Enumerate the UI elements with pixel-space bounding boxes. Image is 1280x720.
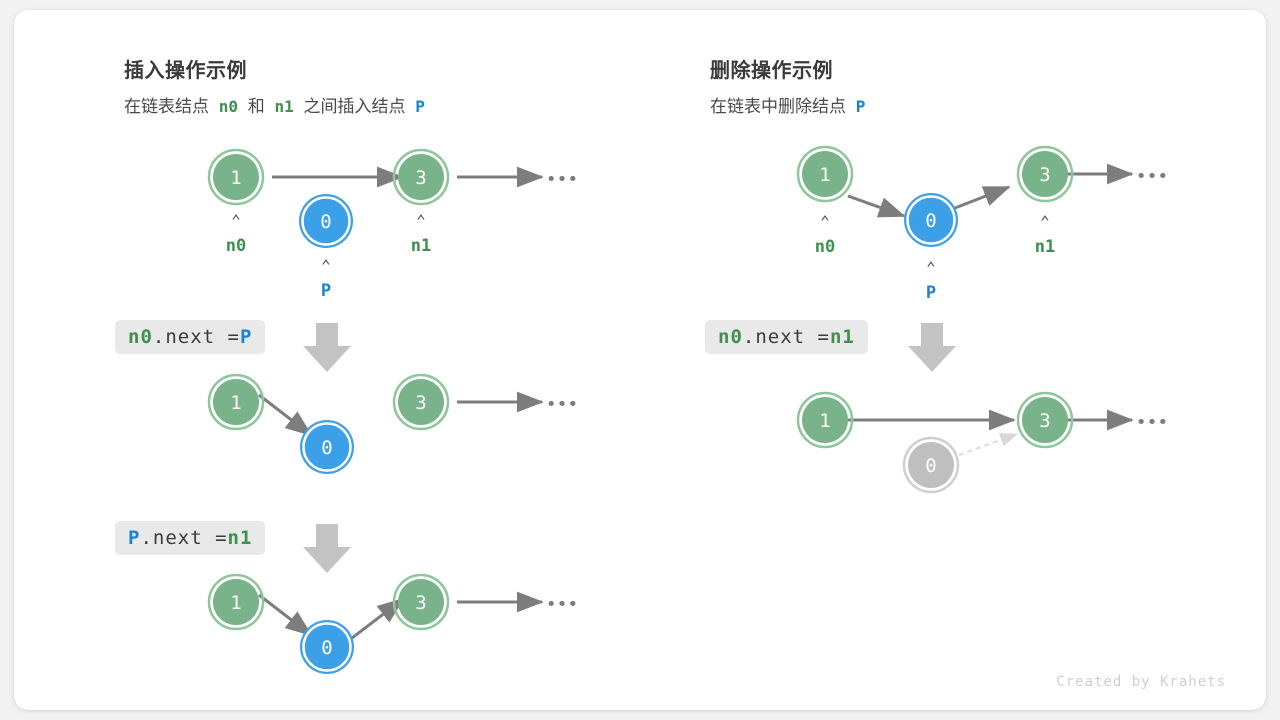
node-green-3: 3: [1016, 391, 1074, 449]
diagram-card: 插入操作示例 在链表结点 n0 和 n1 之间插入结点 P 删除操作示例 在链表…: [14, 10, 1266, 710]
node-green-3: 3: [1016, 145, 1074, 203]
ellipsis-label: •••: [546, 169, 579, 190]
node-green-3: 3: [392, 373, 450, 431]
ellipsis-label: •••: [546, 394, 579, 415]
pointer-label-p: P: [321, 281, 331, 301]
code-token-next: .next =: [152, 326, 240, 348]
pointer-label-n0: n0: [815, 237, 835, 257]
node-value: 1: [819, 164, 830, 186]
node-value: 1: [819, 410, 830, 432]
code-token-n0: n0: [128, 326, 153, 348]
node-blue-0: 0: [904, 193, 958, 247]
pointer-label-n1: n1: [1035, 237, 1055, 257]
down-arrow-delete-1: [908, 323, 956, 372]
node-green-1: 1: [796, 391, 854, 449]
down-arrow-insert-2: [303, 524, 351, 573]
node-value: 0: [925, 210, 936, 232]
ellipsis-label: •••: [1136, 412, 1169, 433]
node-blue-0: 0: [299, 194, 353, 248]
delete-sub-prefix: 在链表中删除结点: [710, 97, 846, 116]
node-green-3: 3: [392, 148, 450, 206]
node-value: 3: [415, 592, 426, 614]
code-token-next: .next =: [140, 527, 228, 549]
node-value: 0: [925, 455, 936, 477]
node-green-1: 1: [207, 148, 265, 206]
code-token-p: P: [239, 326, 253, 348]
delete-step-1-graph: 1 3 0 ⌃ n0 ⌃ n1 ⌃ P •••: [796, 145, 1169, 303]
insert-sub-ref-n0: n0: [218, 97, 238, 116]
delete-sub-ref-p: P: [855, 97, 866, 116]
code-token-n1: n1: [227, 527, 253, 549]
pointer-label-n1: n1: [411, 236, 431, 256]
caret-icon: ⌃: [231, 211, 241, 230]
delete-panel-subtitle: 在链表中删除结点 P: [710, 92, 865, 117]
node-value: 1: [230, 592, 241, 614]
node-value: 1: [230, 392, 241, 414]
down-arrow-insert-1: [303, 323, 351, 372]
insert-sub-ref-n1: n1: [274, 97, 294, 116]
node-blue-0: 0: [300, 420, 354, 474]
code-box-insert-step1: n0.next = P: [115, 320, 266, 354]
insert-step-1-graph: 1 3 0 ⌃ n0 ⌃ n1 ⌃: [207, 148, 579, 301]
caret-icon: ⌃: [926, 258, 936, 277]
delete-step-2-graph: 1 3 0 •••: [796, 391, 1169, 494]
code-token-n1: n1: [829, 326, 855, 348]
node-value: 3: [415, 167, 426, 189]
node-value: 3: [1039, 410, 1050, 432]
edge-n0-to-p: [847, 194, 906, 218]
node-gray-0-deleted: 0: [902, 436, 960, 494]
node-green-1: 1: [796, 145, 854, 203]
node-value: 0: [320, 211, 331, 233]
edge-deleted-dangling: [958, 433, 1019, 456]
node-value: 1: [230, 167, 241, 189]
caret-icon: ⌃: [321, 256, 331, 275]
node-value: 3: [415, 392, 426, 414]
insert-step-2-graph: 1 3 0 •••: [207, 373, 579, 474]
caret-icon: ⌃: [1040, 212, 1050, 231]
insert-panel-title: 插入操作示例: [124, 60, 247, 82]
node-value: 3: [1039, 164, 1050, 186]
caret-icon: ⌃: [820, 212, 830, 231]
ellipsis-label: •••: [546, 594, 579, 615]
insert-sub-mid: 和: [247, 97, 265, 116]
edge-n0-to-p: [258, 593, 313, 637]
caret-icon: ⌃: [416, 211, 426, 230]
insert-sub-prefix: 在链表结点: [124, 97, 209, 116]
edge-p-to-n1: [941, 185, 1011, 215]
ellipsis-label: •••: [1136, 166, 1169, 187]
insert-sub-ref-p: P: [415, 97, 425, 116]
code-box-delete-step1: n0.next = n1: [705, 320, 868, 354]
node-green-3: 3: [392, 573, 450, 631]
node-value: 0: [321, 437, 332, 459]
node-green-1: 1: [207, 373, 265, 431]
code-token-n0: n0: [718, 326, 743, 348]
insert-step-3-graph: 1 3 0 •••: [207, 573, 579, 674]
insert-sub-suffix: 之间插入结点: [303, 97, 406, 116]
code-token-next: .next =: [742, 326, 830, 348]
node-value: 0: [321, 637, 332, 659]
pointer-label-p: P: [926, 283, 936, 303]
pointer-label-n0: n0: [226, 236, 246, 256]
insert-panel-subtitle: 在链表结点 n0 和 n1 之间插入结点 P: [124, 92, 425, 117]
code-box-insert-step2: P.next = n1: [115, 521, 266, 555]
delete-panel-title: 删除操作示例: [710, 60, 833, 82]
edge-p-to-n1: [351, 597, 405, 640]
node-blue-0: 0: [300, 620, 354, 674]
code-token-p: P: [128, 527, 141, 549]
watermark-credit: Created by Krahets: [1056, 674, 1226, 690]
node-green-1: 1: [207, 573, 265, 631]
edge-n0-to-p: [258, 393, 313, 437]
